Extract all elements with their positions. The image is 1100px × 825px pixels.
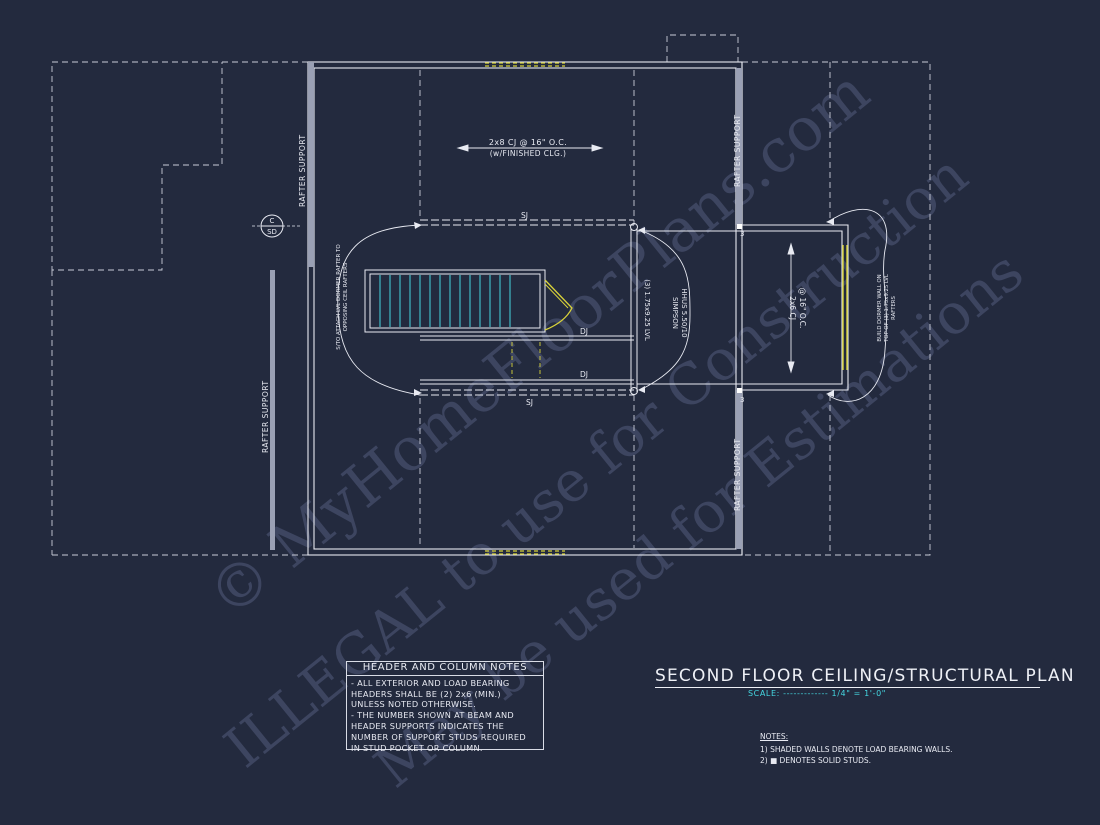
load-bearing-walls [270, 62, 742, 550]
header-notes-body: - ALL EXTERIOR AND LOAD BEARING HEADERS … [347, 676, 543, 756]
notes-heading: NOTES: [760, 732, 789, 741]
rafter-support-label: RAFTER SUPPORT [298, 134, 307, 207]
rafter-support-label: RAFTER SUPPORT [261, 380, 270, 453]
dormer-note-line-2: TOP OF (3) 1.75x9.25 LVL [884, 274, 890, 343]
title-block: SECOND FLOOR CEILING/STRUCTURAL PLAN [655, 666, 1075, 688]
stud-count-bottom: 3 [740, 396, 744, 404]
rafter-support-label: RAFTER SUPPORT [733, 438, 742, 511]
dormer-ceiling-joist-spacing: @ 16" O.C. [798, 288, 807, 329]
header-column-notes: HEADER AND COLUMN NOTES - ALL EXTERIOR A… [346, 661, 544, 753]
attach-note-line-1: S/TO ATTACH LVL DORMER RAFTER TO [336, 244, 342, 350]
main-ceiling-joist-label: 2x8 CJ @ 16" O.C. [489, 138, 567, 147]
simpson-label: SIMPSON [671, 297, 679, 329]
joist-span-arrows [456, 144, 795, 374]
dormer-ceiling-joist-label: 2x6 CJ [788, 296, 797, 320]
section-letter: C [270, 217, 275, 225]
stud-count-top: 3 [740, 230, 744, 238]
dormer-note-line-1: BUILD DORMER WALL ON [877, 274, 883, 341]
header-note-line: IN STUD POCKET OR COLUMN. [351, 742, 483, 753]
watermark: © MyHomeFloorPlans.com ILLEGAL to use fo… [195, 57, 1035, 801]
section-sheet: SD [267, 228, 277, 236]
dormer-walls [742, 224, 849, 391]
general-notes: NOTES: 1) SHADED WALLS DENOTE LOAD BEARI… [760, 731, 953, 766]
dormer-window [842, 245, 848, 370]
hanger-label: HHUS 5.50/10 [680, 288, 688, 337]
window-markers [485, 62, 565, 555]
cloud-arrowheads [414, 218, 834, 397]
solid-stud-markers [737, 224, 742, 393]
plan-labels: RAFTER SUPPORT RAFTER SUPPORT RAFTER SUP… [261, 114, 897, 511]
note-item: 2) ■ DENOTES SOLID STUDS. [760, 756, 872, 765]
scale-label: SCALE: ------------- 1/4" = 1'-0" [748, 689, 887, 698]
stair-opening [511, 342, 541, 378]
dj-label-lower: DJ [580, 370, 588, 379]
main-ceiling-joist-note: (w/FINISHED CLG.) [490, 149, 567, 158]
header-note-line: - ALL EXTERIOR AND LOAD BEARING [351, 677, 510, 688]
title-underline [655, 687, 1040, 688]
stair-framing [420, 219, 742, 396]
header-notes-title: HEADER AND COLUMN NOTES [347, 662, 543, 676]
note-item: 1) SHADED WALLS DENOTE LOAD BEARING WALL… [760, 745, 953, 754]
header-note-line: HEADER SUPPORTS INDICATES THE [351, 720, 505, 731]
dj-label-upper: DJ [580, 327, 588, 336]
header-note-line: - THE NUMBER SHOWN AT BEAM AND [351, 710, 515, 721]
header-note-line: UNLESS NOTED OTHERWISE. [351, 699, 477, 710]
stair [364, 269, 573, 333]
header-note-line: NUMBER OF SUPPORT STUDS REQUIRED [351, 731, 526, 742]
sj-label-bottom: SJ [526, 398, 533, 407]
plan-title: SECOND FLOOR CEILING/STRUCTURAL PLAN [655, 666, 1075, 686]
section-marker: C SD [252, 214, 300, 238]
dormer-note-line-3: RAFTERS [891, 296, 897, 320]
lower-roof-outline [51, 34, 931, 556]
revision-clouds [337, 208, 888, 402]
header-note-line: HEADERS SHALL BE (2) 2x6 (MIN.) [351, 688, 501, 699]
sj-label-top: SJ [521, 211, 528, 220]
attach-note-line-2: OPPOSING CEIL RAFTERS [343, 262, 349, 331]
rafter-support-label: RAFTER SUPPORT [733, 114, 742, 187]
lvl-beam-label: (3) 1.75x9.25 LVL [643, 279, 651, 341]
